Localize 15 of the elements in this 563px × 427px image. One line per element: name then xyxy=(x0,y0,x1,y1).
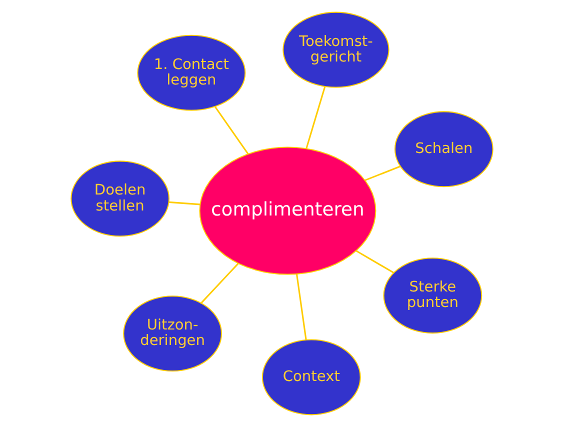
node-ellipse: Context xyxy=(261,339,360,416)
node-ellipse: Toekomst- gericht xyxy=(282,12,389,88)
node-ellipse: Schalen xyxy=(394,111,493,188)
connector xyxy=(295,274,306,340)
connector xyxy=(214,106,248,154)
connector xyxy=(364,166,400,182)
connector xyxy=(168,201,200,206)
node-ellipse: Doelen stellen xyxy=(70,160,170,237)
node-ellipse: Uitzon- deringen xyxy=(122,296,222,372)
connector xyxy=(355,250,394,274)
node-ellipse: 1. Contact leggen xyxy=(136,34,246,111)
node-ellipse: Sterke punten xyxy=(382,258,482,334)
connector xyxy=(305,86,326,149)
node-ellipse: complimenteren xyxy=(198,146,376,275)
connector xyxy=(200,263,238,304)
